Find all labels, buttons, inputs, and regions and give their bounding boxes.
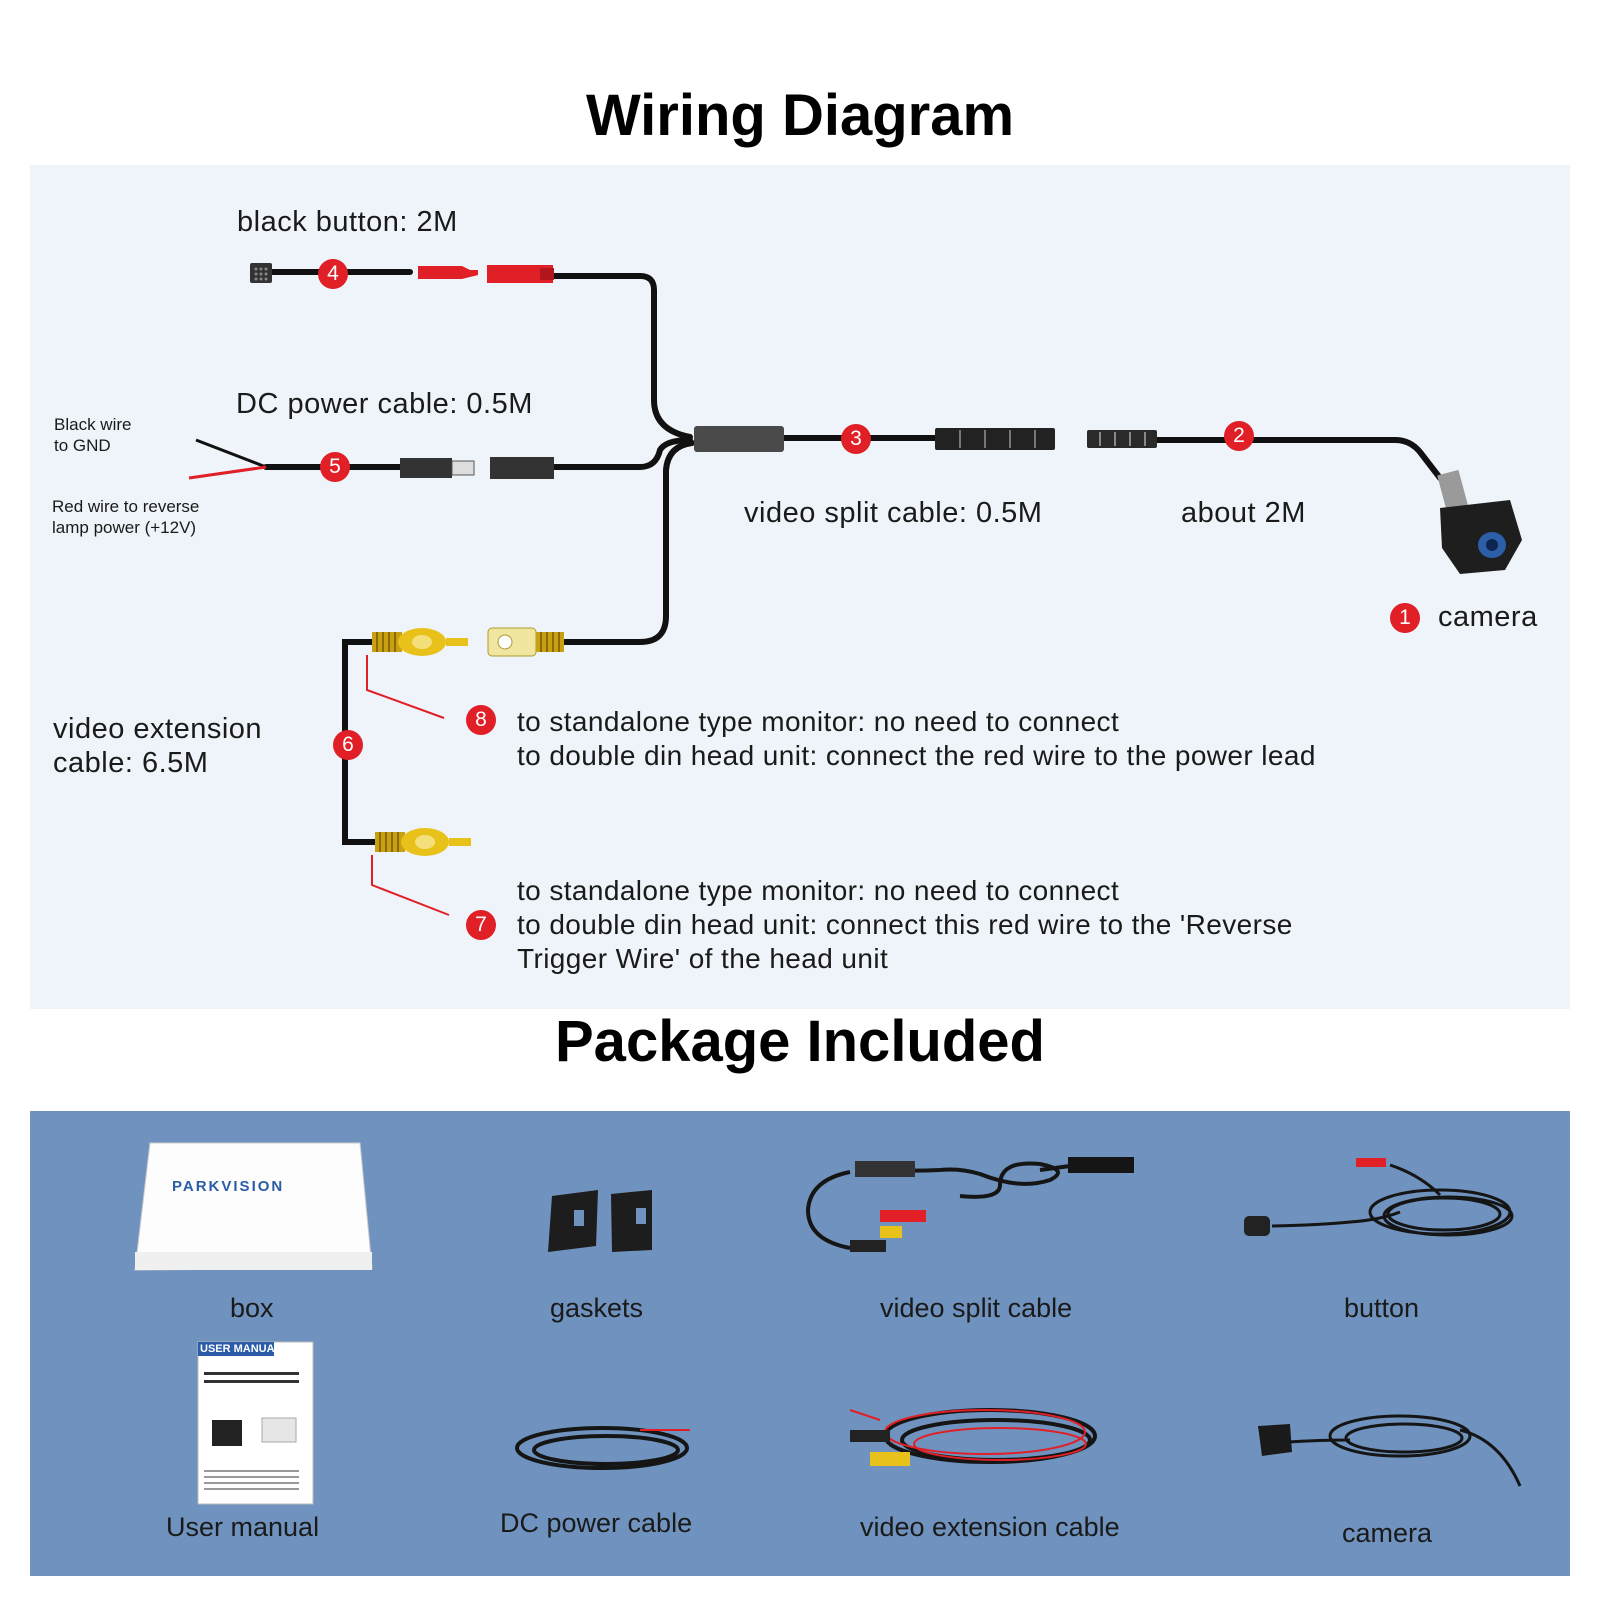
package-gaskets-label: gaskets <box>550 1293 644 1323</box>
red-power-wire <box>188 465 267 480</box>
package-included-title: Package Included <box>555 1009 1045 1074</box>
rca-connector-bottom-male <box>375 828 471 856</box>
package-button-label: button <box>1344 1293 1420 1323</box>
wiring-diagram-panel <box>30 165 1570 1009</box>
about-2m-label: about 2M <box>1181 497 1306 529</box>
dc-branch-cable <box>550 437 693 470</box>
wiring-diagram-title: Wiring Diagram <box>585 83 1015 148</box>
badge-8: 8 <box>466 705 496 735</box>
note-7-line-3: Trigger Wire' of the head unit <box>517 943 889 974</box>
box-image <box>134 1142 373 1271</box>
video-extension-cable-image <box>849 1408 1097 1466</box>
button-cable-image <box>1244 1158 1514 1237</box>
split-junction <box>694 426 784 452</box>
badge-4: 4 <box>318 259 348 289</box>
rca-connector-top-male <box>372 628 468 656</box>
dc-power-cable-image <box>515 1426 690 1470</box>
badge-2: 2 <box>1224 421 1254 451</box>
black-gnd-wire <box>195 438 267 469</box>
badge-1: 1 <box>1390 603 1420 633</box>
note-8: to standalone type monitor: no need to c… <box>517 705 1316 773</box>
user-manual-image <box>197 1341 314 1505</box>
red-wire-label-2: lamp power (+12V) <box>52 518 197 537</box>
package-camera-label: camera <box>1342 1518 1433 1548</box>
manual-header: USER MANUAL <box>200 1343 282 1355</box>
rca-connector-top-female <box>487 627 564 657</box>
badge-5: 5 <box>320 452 350 482</box>
red-female-connector <box>487 265 553 283</box>
black-wire-label-1: Black wire <box>54 415 132 434</box>
camera-label: camera <box>1438 601 1538 633</box>
camera-cable-image <box>1258 1414 1522 1487</box>
package-user-manual-label: User manual <box>166 1512 320 1542</box>
note-8-line-2: to double din head unit: connect the red… <box>517 740 1316 771</box>
note-7-line-2: to double din head unit: connect this re… <box>517 909 1293 940</box>
video-extension-label-1: video extension <box>53 713 263 745</box>
camera-icon <box>1437 469 1522 574</box>
red-male-connector <box>418 266 478 279</box>
note-8-line-1: to standalone type monitor: no need to c… <box>517 706 1120 737</box>
badge-3: 3 <box>841 424 871 454</box>
video-branch-cable <box>562 440 695 645</box>
package-dc-power-label: DC power cable <box>500 1508 693 1538</box>
package-box-label: box <box>230 1293 274 1323</box>
camera-male-plug <box>1087 430 1157 448</box>
video-split-label: video split cable: 0.5M <box>744 497 1043 529</box>
box-brand: PARKVISION <box>172 1178 285 1195</box>
leader-line-8 <box>366 655 445 719</box>
split-female-plug <box>935 428 1055 450</box>
black-wire-label-2: to GND <box>54 436 111 455</box>
note-7-line-1: to standalone type monitor: no need to c… <box>517 875 1120 906</box>
badge-7: 7 <box>466 910 496 940</box>
video-extension-label-2: cable: 6.5M <box>53 747 209 779</box>
package-video-split-label: video split cable <box>880 1293 1073 1323</box>
dc-female-connector <box>490 457 554 479</box>
camera-cable <box>1147 437 1443 481</box>
leader-line-7 <box>371 855 450 916</box>
gaskets-image <box>548 1190 652 1252</box>
dc-power-cable-label: DC power cable: 0.5M <box>236 388 533 420</box>
dc-male-connector <box>400 458 452 478</box>
package-video-extension-label: video extension cable <box>860 1512 1120 1542</box>
video-split-cable-image <box>805 1157 1134 1252</box>
badge-6: 6 <box>333 730 363 760</box>
red-wire-label-1: Red wire to reverse <box>52 497 200 516</box>
note-7: to standalone type monitor: no need to c… <box>517 874 1293 976</box>
button-branch-cable <box>545 273 693 440</box>
black-button-label: black button: 2M <box>237 206 458 238</box>
